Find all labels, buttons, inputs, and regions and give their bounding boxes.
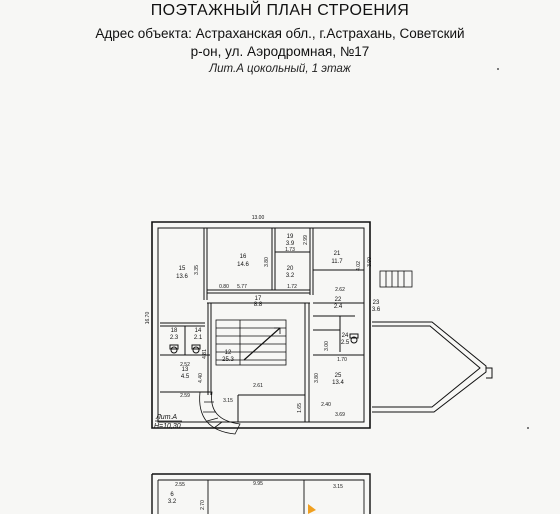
dimension-label: 3.15	[223, 398, 233, 404]
dimension-label: 2.62	[335, 287, 345, 293]
room-number: 13	[182, 367, 189, 373]
room-area: 2.3	[170, 335, 179, 341]
address-line-1: Адрес объекта: Астраханская обл., г.Астр…	[95, 26, 465, 41]
room-number: 20	[287, 266, 294, 272]
room-area: 3.6	[372, 307, 381, 313]
lit-label: Лит.А	[155, 414, 177, 421]
orange-marker	[308, 504, 316, 514]
wall	[309, 228, 314, 295]
dimension-label: 16.70	[145, 312, 151, 325]
room-number: 22	[335, 297, 342, 303]
dimension-label: 2.61	[253, 383, 263, 389]
room-area: 2.5	[341, 340, 350, 346]
room-area: 13.6	[176, 274, 188, 280]
wall	[203, 228, 208, 300]
room-number: 23	[373, 300, 380, 306]
room-area: 2.1	[194, 335, 203, 341]
dimension-label: 3.35	[194, 265, 200, 275]
staircase	[215, 319, 287, 366]
room-area: 3.2	[168, 499, 177, 505]
room-area: 3.2	[286, 273, 295, 279]
dimension-label: 3.80	[264, 257, 270, 267]
height-label: Н=10,30	[154, 423, 181, 430]
address-line-2: р-он, ул. Аэродромная, №17	[190, 44, 370, 59]
wall	[271, 228, 276, 290]
room-number: 21	[334, 251, 341, 257]
room-number: 19	[287, 234, 294, 240]
exterior-stairs	[379, 270, 413, 288]
dimension-label: 2.52	[180, 362, 190, 368]
dimension-label: 4.40	[198, 373, 204, 383]
room-area: 25.3	[222, 357, 234, 363]
toilet-fixture	[350, 336, 358, 344]
scan-speck	[497, 68, 499, 70]
dimension-label: 3.80	[314, 373, 320, 383]
room-area: 14.6	[237, 262, 249, 268]
dimension-label: 1.65	[297, 403, 303, 413]
annex-outline	[372, 321, 493, 413]
dimension-label: 1.73	[285, 247, 295, 253]
dimension-label: 3.00	[324, 341, 330, 351]
dimension-label: 13.00	[252, 215, 265, 221]
dimension-label: 2.40	[321, 402, 331, 408]
room-area: 3.9	[286, 241, 295, 247]
room-area: 13.4	[332, 380, 344, 386]
wall	[313, 316, 341, 352]
entry-stairs	[199, 391, 241, 435]
room-number: 6	[170, 492, 174, 498]
room-number: 17	[255, 296, 262, 302]
dimension-label: 4.81	[202, 349, 208, 359]
room-number: 12	[225, 350, 232, 356]
toilet-fixture	[192, 346, 200, 354]
dimension-label: 5.77	[237, 284, 247, 290]
wall	[304, 303, 310, 422]
dimension-label: 0.80	[219, 284, 229, 290]
room-number: 24	[342, 333, 349, 339]
dimension-label: 3.90	[367, 257, 373, 267]
dimension-label: 1.70	[337, 357, 347, 363]
room-number: 18	[171, 328, 178, 334]
outer-wall	[151, 221, 371, 429]
dimension-label: 3.69	[335, 412, 345, 418]
dimension-label: 2.99	[303, 235, 309, 245]
room-number: 16	[240, 254, 247, 260]
room-number: 25	[335, 373, 342, 379]
wall	[160, 322, 205, 327]
room-number: 14	[195, 328, 202, 334]
room-number: 15	[179, 266, 186, 272]
dimension-label: 2.59	[180, 393, 190, 399]
scan-speck	[527, 427, 529, 429]
room-area: 2.4	[334, 304, 343, 310]
room-area: 4.5	[181, 374, 190, 380]
wall	[207, 289, 310, 294]
dimension-label: 4.02	[356, 261, 362, 271]
plan-subtitle: Лит.А цокольный, 1 этаж	[209, 63, 351, 75]
dimension-label: 2.70	[200, 500, 206, 510]
wall	[207, 303, 212, 395]
outer-wall-inner	[157, 227, 365, 423]
room-area: 8.8	[254, 302, 263, 308]
page-title: ПОЭТАЖНЫЙ ПЛАН СТРОЕНИЯ	[150, 2, 410, 19]
toilet-fixture	[170, 346, 178, 354]
dimension-label: 3.15	[333, 484, 343, 490]
second-floor-plan	[151, 473, 371, 514]
room-area: 11.7	[331, 259, 343, 265]
dimension-label: 2.55	[175, 482, 185, 488]
dimension-label: 1.72	[287, 284, 297, 290]
dimension-label: 9.95	[253, 481, 263, 487]
